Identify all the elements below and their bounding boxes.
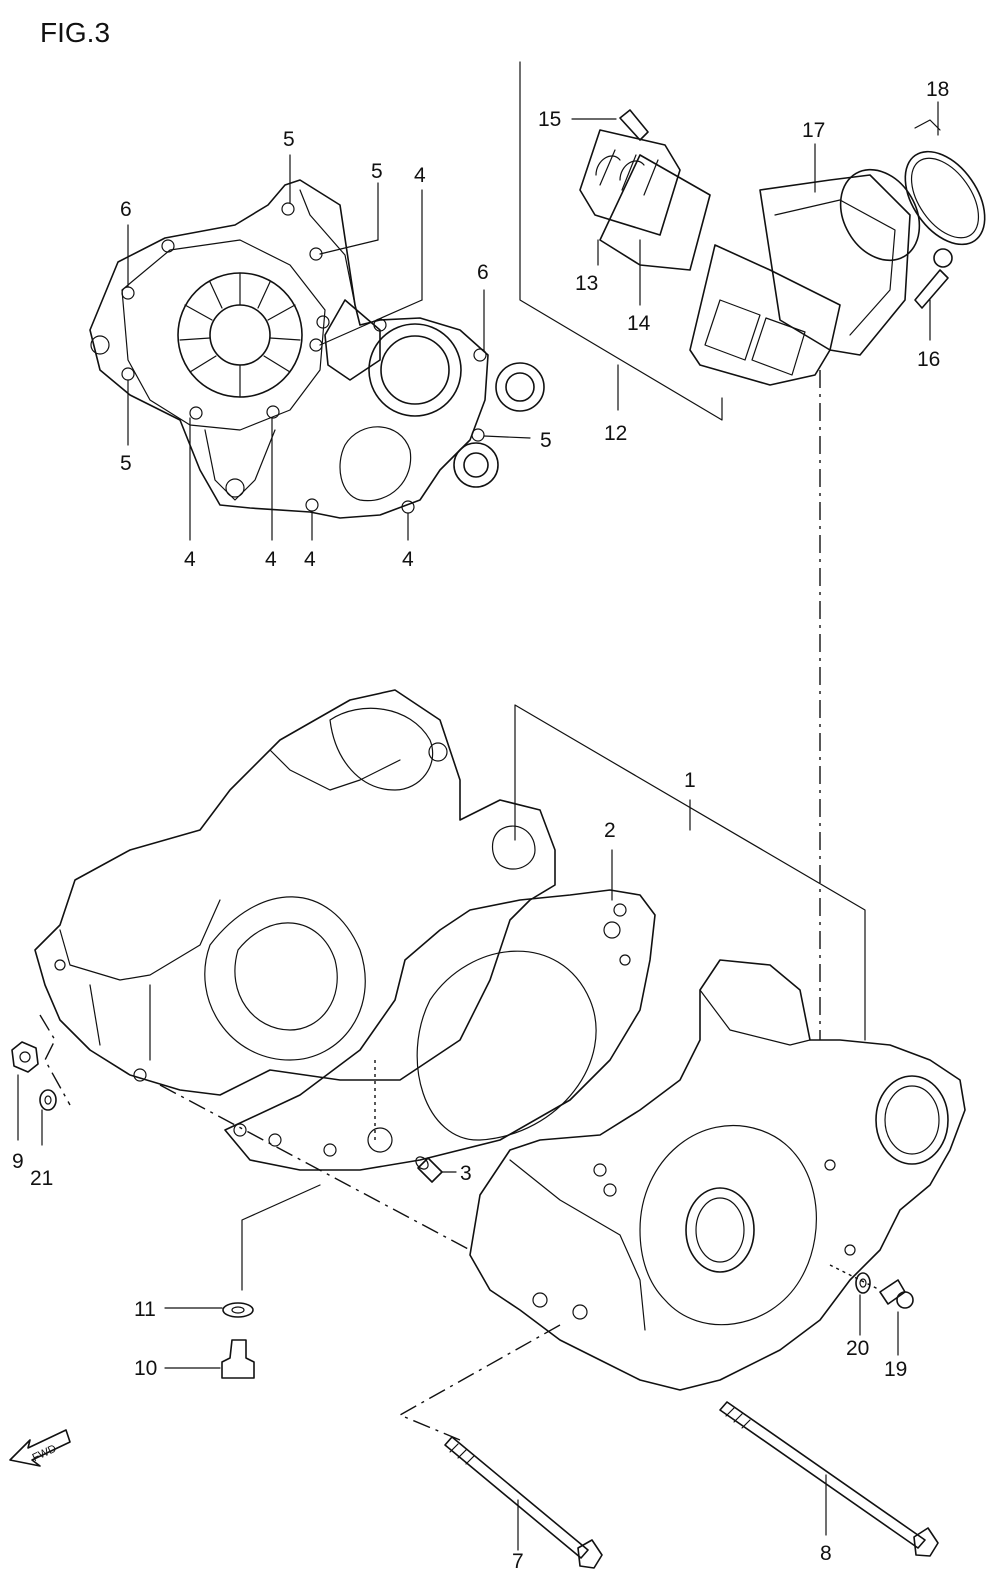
part-label: 4 — [414, 164, 426, 187]
fwd-label: FWD — [31, 1443, 59, 1464]
figure-title: FIG.3 — [40, 17, 110, 48]
part-label: 16 — [917, 348, 940, 371]
part-label: 21 — [30, 1167, 53, 1190]
drain-bolt-and-washer — [164, 1184, 321, 1379]
bolt-and-washer-right — [829, 1264, 914, 1356]
dowel-pin — [415, 1156, 457, 1183]
part-label: 8 — [820, 1542, 832, 1565]
part-label: 6 — [477, 261, 489, 284]
part-label: 5 — [283, 128, 295, 151]
nut-and-washer — [11, 1014, 71, 1146]
part-labels: 5 5 4 6 6 5 5 4 4 4 4 15 18 17 13 14 16 … — [12, 78, 949, 1573]
part-label: 6 — [120, 198, 132, 221]
fwd-arrow-icon: FWD — [9, 1429, 71, 1467]
part-label: 14 — [627, 312, 651, 335]
part-label: 3 — [460, 1162, 472, 1185]
crankcase-face-view — [89, 154, 545, 541]
part-label: 5 — [540, 429, 552, 452]
part-label: 17 — [802, 119, 825, 142]
part-label: 12 — [604, 422, 627, 445]
crankcase-right-half — [469, 959, 966, 1391]
part-label: 2 — [604, 819, 616, 842]
part-label: 9 — [12, 1150, 24, 1173]
crankcase-gasket — [224, 849, 656, 1171]
part-label: 4 — [265, 548, 277, 571]
crankcase-left-half — [34, 689, 556, 1096]
long-crankcase-bolts — [398, 1324, 939, 1569]
part-label: 13 — [575, 272, 598, 295]
part-label: 18 — [926, 78, 949, 101]
part-label: 20 — [846, 1337, 869, 1360]
reed-valve-assembly — [519, 61, 986, 421]
part-label: 15 — [538, 108, 561, 131]
part-label: 7 — [512, 1550, 524, 1573]
part-label: 19 — [884, 1358, 907, 1381]
part-label: 5 — [371, 160, 383, 183]
part-label: 4 — [184, 548, 196, 571]
part-label: 11 — [134, 1298, 156, 1321]
part-label: 1 — [684, 769, 696, 792]
part-label: 10 — [134, 1357, 157, 1380]
part-label: 4 — [402, 548, 414, 571]
part-label: 4 — [304, 548, 316, 571]
part-label: 5 — [120, 452, 132, 475]
